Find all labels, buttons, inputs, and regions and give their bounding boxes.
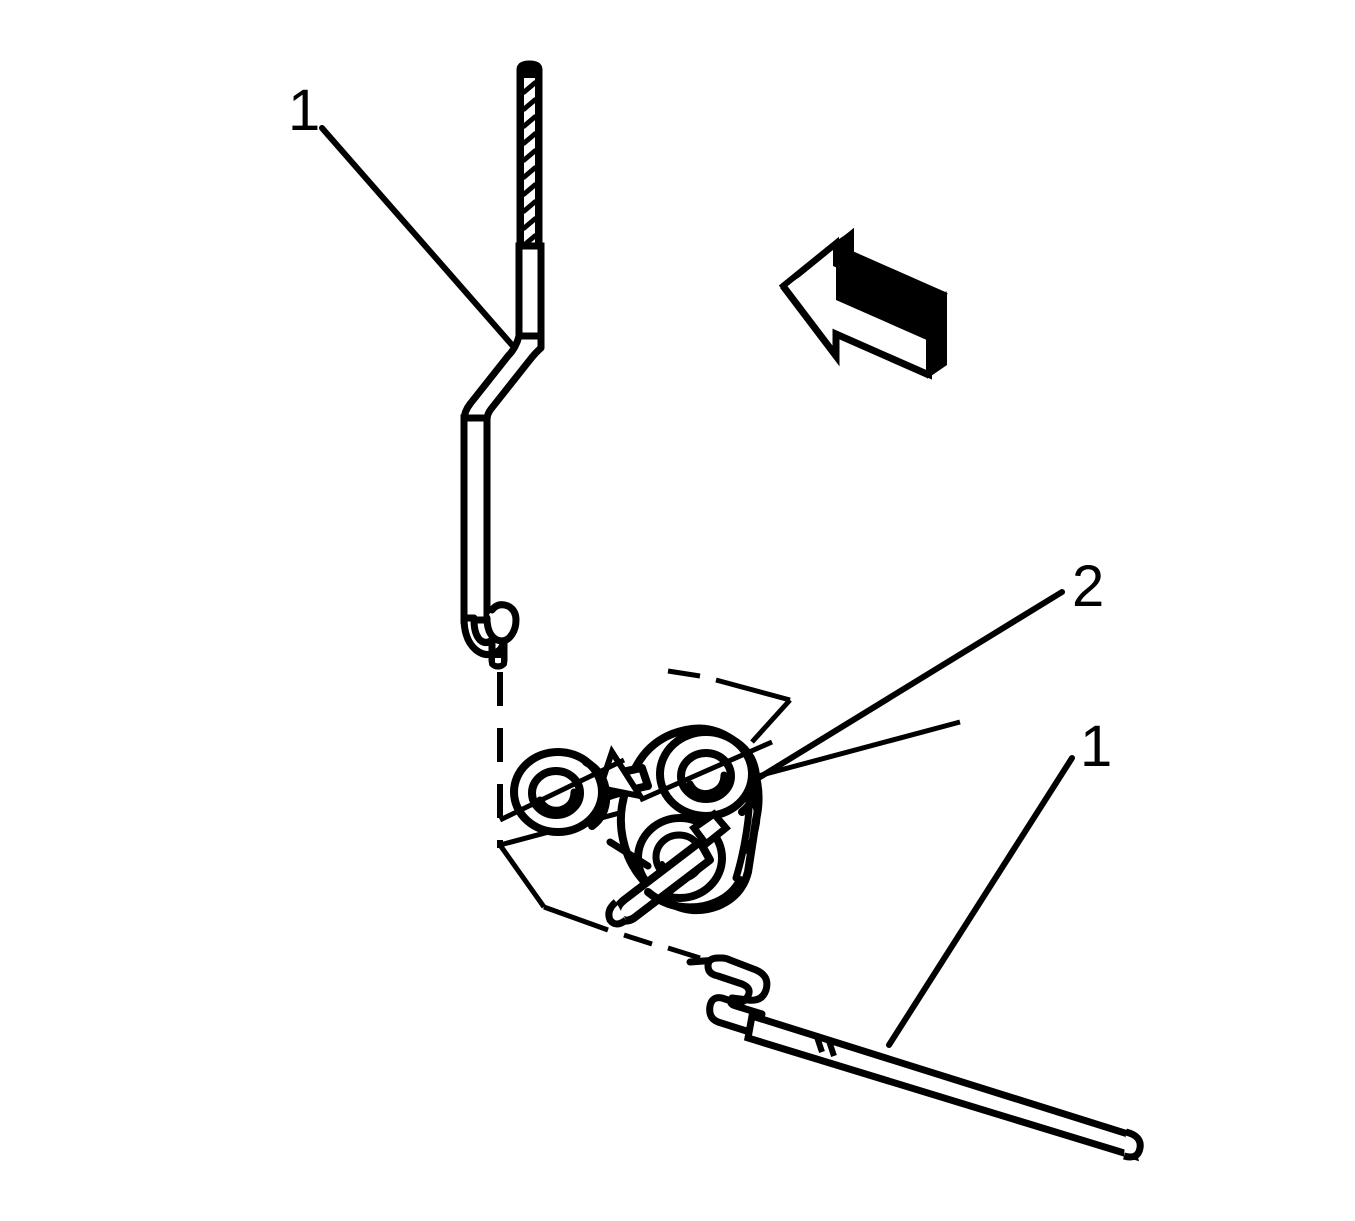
leader-line-1-upper — [319, 125, 515, 348]
upper-shift-rod — [460, 60, 545, 670]
callout-labels: 1 2 1 — [288, 78, 1112, 779]
leader-line-2 — [749, 589, 1065, 785]
direction-arrow — [778, 227, 949, 380]
callout-label-1-lower: 1 — [1080, 714, 1112, 779]
left-bushing — [498, 748, 626, 836]
callout-label-2: 2 — [1072, 554, 1104, 619]
shift-lever-bracket — [498, 724, 774, 928]
callout-leaders — [319, 125, 1075, 1048]
rod-section-ticks — [813, 1033, 837, 1057]
callout-label-1-upper: 1 — [288, 78, 320, 143]
leader-line-1-lower — [886, 755, 1075, 1048]
pivot-shaft — [605, 809, 732, 928]
lower-shift-rod — [686, 954, 1144, 1162]
thread-marks — [521, 78, 538, 248]
